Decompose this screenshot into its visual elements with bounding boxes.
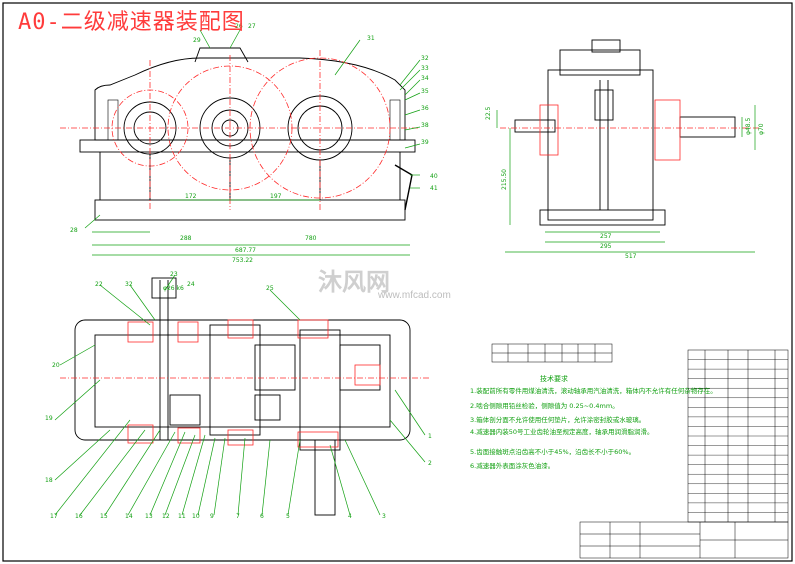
tech-item-6: 6.减速器外表面涂灰色油漆。 [470,462,555,470]
svg-text:15: 15 [100,513,108,520]
svg-text:28: 28 [70,227,78,234]
front-leaders [84,29,421,256]
svg-text:24: 24 [187,281,195,288]
svg-text:32: 32 [125,281,133,288]
svg-text:215.50: 215.50 [501,169,508,190]
svg-text:20: 20 [52,362,60,369]
side-red [500,99,760,161]
svg-text:9: 9 [210,513,214,520]
side-view [514,39,736,226]
svg-text:172: 172 [185,193,197,200]
plan-leaders [54,274,426,516]
svg-text:16: 16 [75,513,83,520]
svg-text:22.5: 22.5 [485,106,492,120]
tech-requirements-heading: 技术要求 [540,375,568,383]
svg-text:12: 12 [162,513,170,520]
svg-text:11: 11 [178,513,186,520]
svg-text:35: 35 [421,88,429,95]
svg-text:14: 14 [125,513,133,520]
svg-text:22: 22 [95,281,103,288]
plan-red [60,319,430,448]
svg-text:7: 7 [236,513,240,520]
watermark-brand: 沐风网 [318,268,390,296]
side-dim-text: 22.5 215.50 257 295 517 φ48.5 φ70 [485,106,765,260]
side-dims [496,105,756,253]
svg-text:41: 41 [430,185,438,192]
parts-mini-table [491,343,613,363]
svg-text:4: 4 [348,513,352,520]
svg-text:39: 39 [421,139,429,146]
svg-text:3: 3 [382,513,386,520]
gear-pitch-circles [60,50,420,210]
tech-item-1: 1.装配前所有零件用煤油清洗，滚动轴承用汽油清洗，箱体内不允许有任何杂物存在。 [470,387,717,395]
svg-text:23: 23 [170,271,178,278]
svg-text:687.77: 687.77 [235,247,256,254]
svg-text:197: 197 [270,193,282,200]
svg-text:257: 257 [600,233,612,240]
svg-text:φ26 k6: φ26 k6 [163,285,184,292]
svg-text:19: 19 [45,415,53,422]
svg-text:26: 26 [235,23,243,30]
drawing-title: A0-二级减速器装配图 [18,10,245,35]
svg-text:1: 1 [428,433,432,440]
svg-text:40: 40 [430,173,438,180]
plan-view [74,277,411,516]
svg-text:29: 29 [193,37,201,44]
svg-text:288: 288 [180,235,192,242]
svg-text:6: 6 [260,513,264,520]
watermark-url: www.mfcad.com [378,290,451,301]
svg-text:517: 517 [625,253,637,260]
tech-item-4: 4.减速器内装50号工业齿轮油至规定高度，轴承用润滑脂润滑。 [470,428,654,436]
svg-text:780: 780 [305,235,317,242]
title-block-rows [688,359,788,513]
tech-item-2: 2.啮合侧隙用铅丝检验，侧隙值为 0.25~0.4mm。 [470,402,619,410]
svg-text:31: 31 [367,35,375,42]
svg-text:φ70: φ70 [758,123,765,135]
svg-text:33: 33 [421,65,429,72]
svg-text:38: 38 [421,122,429,129]
svg-text:295: 295 [600,243,612,250]
svg-text:10: 10 [192,513,200,520]
svg-text:17: 17 [50,513,58,520]
svg-text:5: 5 [286,513,290,520]
svg-text:18: 18 [45,477,53,484]
tech-item-5: 5.齿面接触斑点沿齿高不小于45%，沿齿长不小于60%。 [470,448,636,456]
svg-text:13: 13 [145,513,153,520]
svg-text:32: 32 [421,55,429,62]
svg-text:φ48.5: φ48.5 [745,118,752,136]
tech-item-3: 3.箱体剖分面不允许使用任何垫片，允许涂密封胶或水玻璃。 [470,416,646,424]
svg-text:27: 27 [248,23,256,30]
svg-text:34: 34 [421,75,429,82]
svg-text:25: 25 [266,285,274,292]
svg-text:2: 2 [428,460,432,467]
watermark: 沐风网 www.mfcad.com [318,262,451,301]
svg-text:753.22: 753.22 [232,257,253,264]
svg-text:36: 36 [421,105,429,112]
